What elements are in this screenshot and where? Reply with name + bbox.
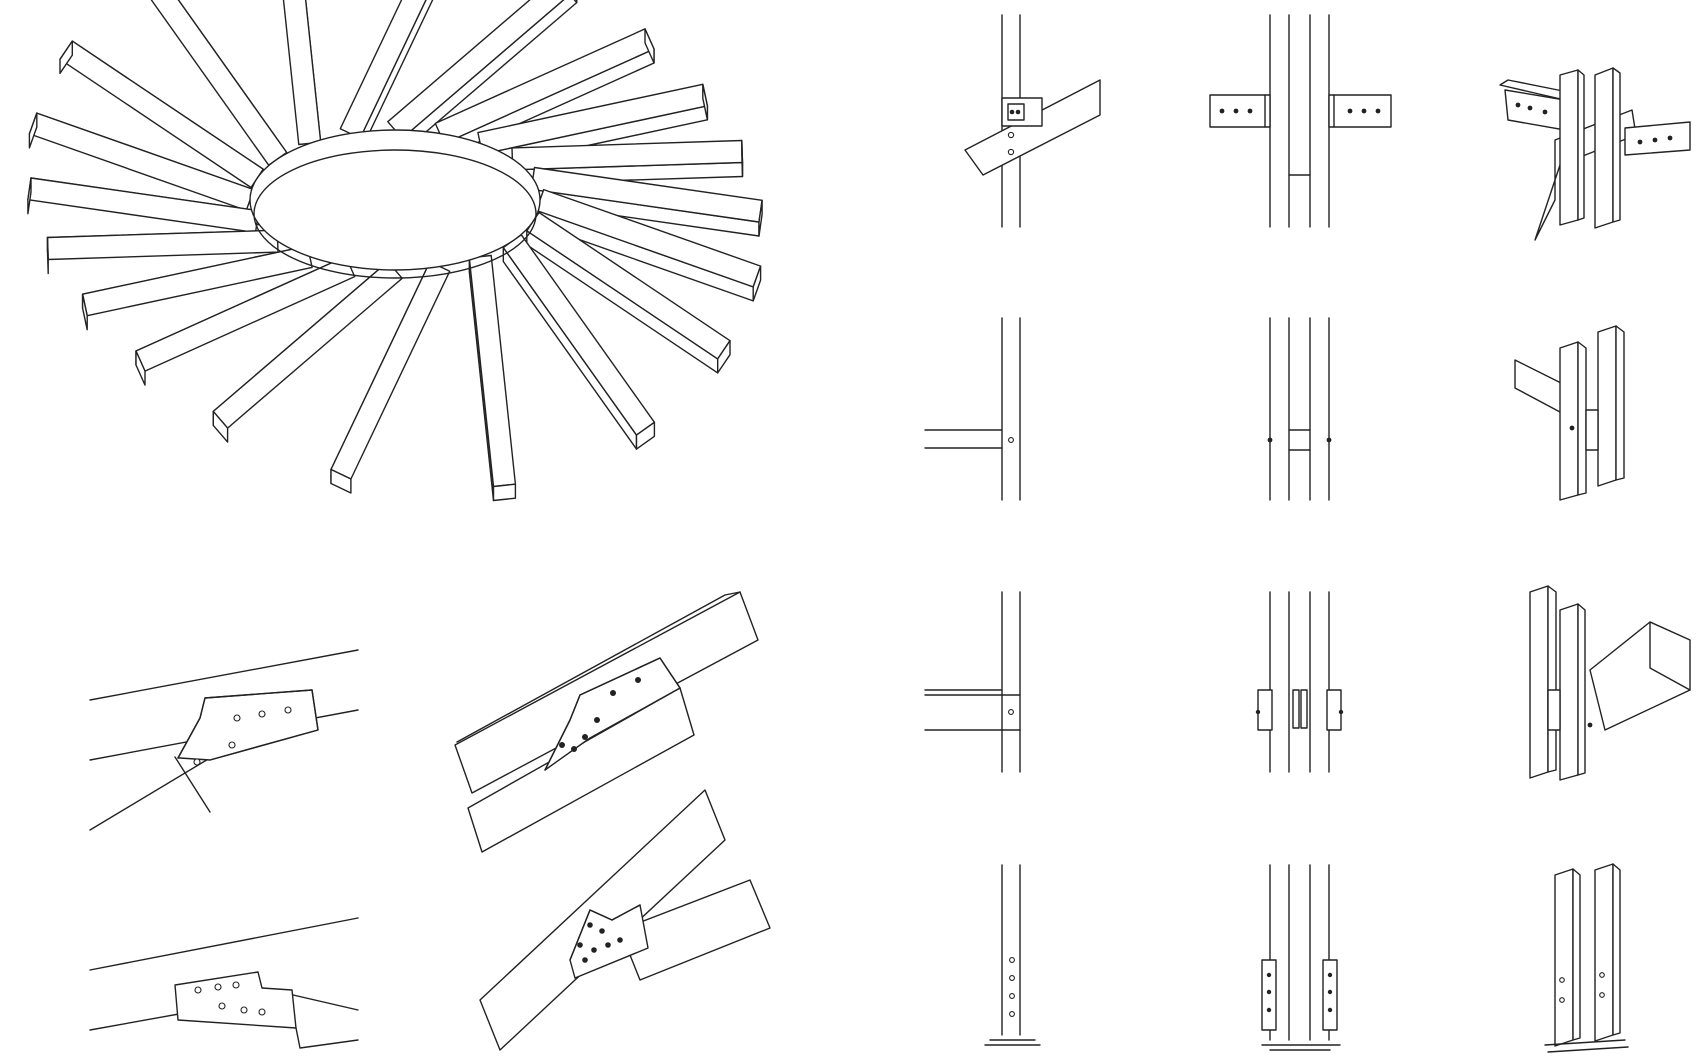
detail-r3-double-column-elevation (1255, 591, 1344, 773)
detail-r4-single-column-base-elevation (984, 864, 1041, 1046)
column-connection-details (924, 14, 1691, 1053)
detail-r2-double-column-elevation (1267, 317, 1332, 501)
detail-r3-double-column-iso (1529, 585, 1691, 781)
radial-beam (330, 261, 451, 494)
gusset-joint-iso-lower (479, 789, 771, 1051)
gusset-joint-iso-upper (454, 591, 759, 853)
radial-beam (282, 0, 322, 157)
detail-r1-single-column-elevation (964, 14, 1101, 228)
radial-beam (135, 255, 356, 386)
detail-r2-double-column-iso (1514, 325, 1625, 501)
ring-inner-edge (249, 129, 541, 271)
radial-beam (502, 234, 656, 450)
detail-r4-double-column-base-elevation (1261, 864, 1341, 1051)
detail-r1-double-column-elevation (1209, 14, 1392, 228)
gusset-joint-elevation-lower (89, 917, 359, 1049)
radial-beams (27, 0, 763, 502)
radial-beam (28, 112, 255, 212)
radial-beam (468, 254, 517, 502)
detail-r2-single-column-elevation (924, 317, 1021, 501)
detail-r4-double-column-base-iso (1544, 863, 1629, 1053)
radial-beam (46, 229, 279, 275)
ring-core (249, 129, 541, 279)
ring-inner-lower-edge (253, 149, 537, 279)
detail-r3-single-column-elevation (924, 591, 1021, 773)
gusset-joint-elevation-upper (89, 649, 359, 831)
radial-beam (535, 188, 762, 302)
detail-r1-double-column-iso (1499, 67, 1691, 241)
gusset-plate-joints (89, 591, 771, 1051)
radial-beam-ring (27, 0, 763, 502)
radial-beam (212, 261, 403, 443)
